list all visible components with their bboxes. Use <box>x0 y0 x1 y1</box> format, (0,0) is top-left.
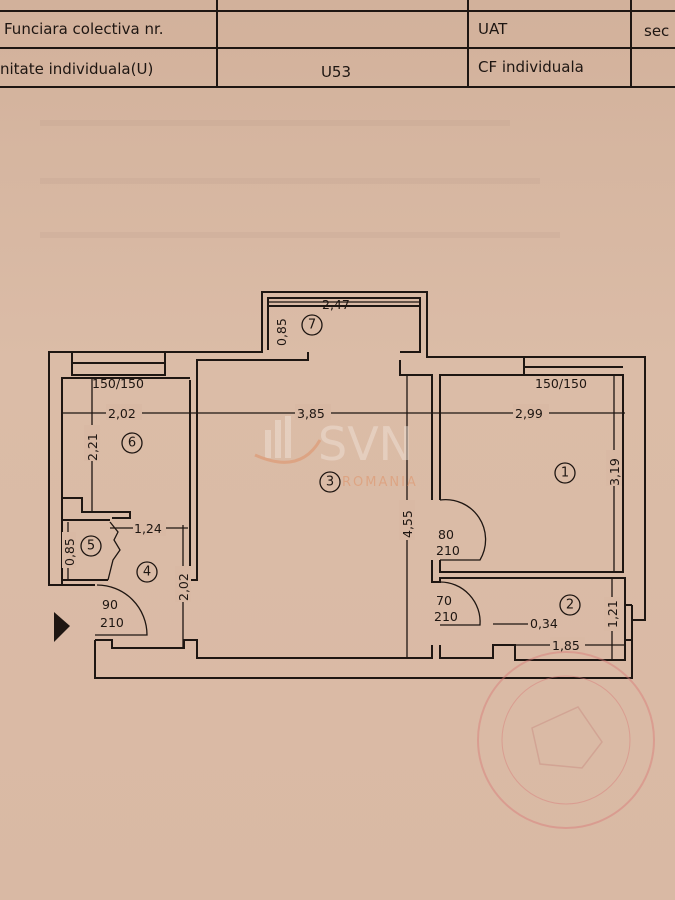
doors: 90 210 80 210 70 210 <box>95 498 487 636</box>
room-number-6: 6 <box>128 436 136 451</box>
dim-room1-depth: 3,19 <box>607 458 622 486</box>
door-room1-width: 80 <box>438 527 454 542</box>
watermark-sub: ROMANIA <box>342 475 418 490</box>
room-number-7: 7 <box>308 318 316 333</box>
dim-window-right: 150/150 <box>535 376 587 391</box>
dim-room4-width: 1,24 <box>134 521 162 536</box>
official-stamp <box>477 651 655 829</box>
table-label-unitate: nitate individuala(U) <box>0 60 153 78</box>
room7-wall <box>189 297 433 581</box>
room-number-4: 4 <box>143 565 151 580</box>
door-room2-width: 70 <box>436 593 452 608</box>
door-entrance-swing <box>95 584 148 636</box>
dimension-labels: 2,47 0,85 150/150 150/150 2,02 3,85 2,99… <box>62 297 622 653</box>
dim-room4-depth: 2,02 <box>176 573 191 601</box>
dim-room2-width: 1,85 <box>552 638 580 653</box>
door-room2-height: 210 <box>434 609 458 624</box>
table-value-unitate: U53 <box>321 63 351 81</box>
entrance-wall <box>95 639 433 659</box>
room-number-2: 2 <box>566 598 574 613</box>
watermark-brand: SVN <box>318 417 413 471</box>
dim-room6-depth: 2,21 <box>85 433 100 461</box>
table-label-uat: UAT <box>478 20 508 38</box>
room5-chimney <box>107 521 121 581</box>
dim-room7-width: 2,47 <box>322 297 350 312</box>
dim-window-left: 150/150 <box>92 376 144 391</box>
door-entrance-height: 210 <box>100 615 124 630</box>
room6-wall <box>61 352 190 585</box>
dim-room7-depth: 0,85 <box>274 318 289 346</box>
svn-watermark-logo: SVN ROMANIA <box>254 416 418 490</box>
door-entrance-width: 90 <box>102 597 118 612</box>
dim-room2-depth: 1,21 <box>605 600 620 628</box>
table-label-cf: CF individuala <box>478 58 584 76</box>
room1-wall <box>431 357 633 661</box>
dim-room6-width: 2,02 <box>108 406 136 421</box>
dim-room3-depth: 4,55 <box>400 510 415 538</box>
table-label-sec: sec <box>644 22 669 40</box>
door-room1-height: 210 <box>436 543 460 558</box>
door-room1-swing <box>439 498 487 561</box>
dim-room2-niche: 0,34 <box>530 616 558 631</box>
outer-wall <box>48 291 646 679</box>
info-table: Funciara colectiva nr. UAT sec nitate in… <box>0 0 675 88</box>
room-number-3: 3 <box>326 475 334 490</box>
door-room2-swing <box>439 581 481 626</box>
room-number-1: 1 <box>561 466 569 481</box>
room-numbers: 1 2 3 4 5 6 7 <box>80 314 581 616</box>
dim-room5-depth: 0,85 <box>62 538 77 566</box>
dim-room3-width: 3,85 <box>297 406 325 421</box>
faint-background-text <box>40 120 560 238</box>
entrance-arrow-icon <box>54 612 70 642</box>
table-label-funciara: Funciara colectiva nr. <box>4 20 164 38</box>
room-number-5: 5 <box>87 539 95 554</box>
dim-room1-width: 2,99 <box>515 406 543 421</box>
